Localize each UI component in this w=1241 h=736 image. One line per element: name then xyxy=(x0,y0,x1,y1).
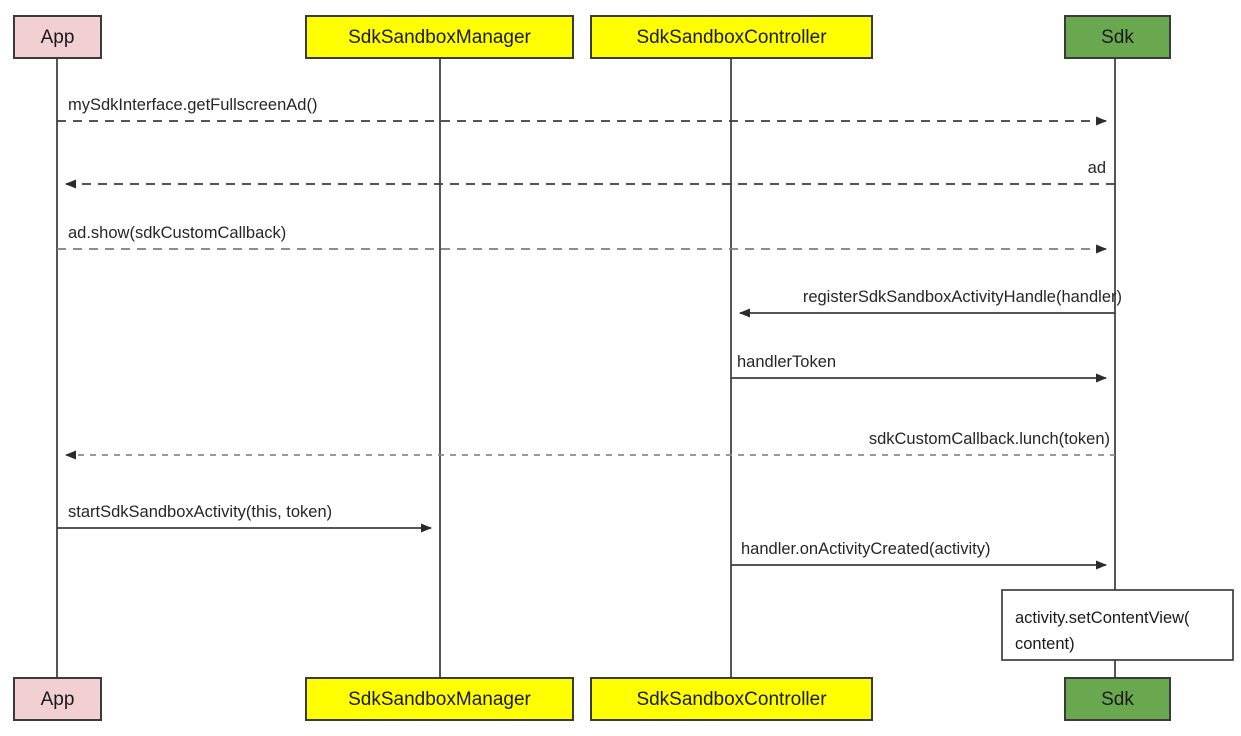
lifelines-layer xyxy=(56,58,1116,678)
message-ad[interactable]: ad xyxy=(65,159,1115,189)
message-label-start-sdk-sandbox-activity: startSdkSandboxActivity(this, token) xyxy=(68,503,332,521)
participant-label-sdk-bottom: Sdk xyxy=(1101,689,1134,710)
participant-label-sdk: Sdk xyxy=(1101,27,1134,48)
participant-sdk-sandbox-manager-top[interactable]: SdkSandboxManager xyxy=(305,15,574,59)
participant-box xyxy=(1064,677,1171,721)
participant-sdk-sandbox-controller-top[interactable]: SdkSandboxController xyxy=(590,15,873,59)
participant-label-app-bottom: App xyxy=(41,689,75,710)
participant-label-sdk-sandbox-manager-bottom: SdkSandboxManager xyxy=(348,689,531,710)
participant-app-bottom[interactable]: App xyxy=(13,677,102,721)
participant-box xyxy=(305,15,574,59)
message-handler-token[interactable]: handlerToken xyxy=(731,353,1107,383)
messages-layer: mySdkInterface.getFullscreenAd() ad ad.s… xyxy=(57,96,1122,570)
message-label-get-fullscreen-ad: mySdkInterface.getFullscreenAd() xyxy=(68,96,317,114)
message-register-sdk-sandbox-activity-handle[interactable]: registerSdkSandboxActivityHandle(handler… xyxy=(739,288,1122,318)
note-set-content-view[interactable]: activity.setContentView( content) xyxy=(1001,589,1234,661)
participant-label-app: App xyxy=(41,27,75,48)
message-ad-show[interactable]: ad.show(sdkCustomCallback) xyxy=(57,224,1107,254)
message-start-sdk-sandbox-activity[interactable]: startSdkSandboxActivity(this, token) xyxy=(57,503,432,533)
message-sdk-custom-callback-lunch[interactable]: sdkCustomCallback.lunch(token) xyxy=(65,430,1115,460)
message-label-register-sdk-sandbox-activity-handle: registerSdkSandboxActivityHandle(handler… xyxy=(803,288,1122,306)
message-label-handler-on-activity-created: handler.onActivityCreated(activity) xyxy=(741,540,990,558)
participant-box xyxy=(1064,15,1171,59)
participant-headers-top: App SdkSandboxManager SdkSandboxControll… xyxy=(13,15,1171,59)
note-line-2: content) xyxy=(1015,635,1075,653)
participant-label-sdk-sandbox-manager: SdkSandboxManager xyxy=(348,27,531,48)
participant-box xyxy=(305,677,574,721)
message-label-ad-show: ad.show(sdkCustomCallback) xyxy=(68,224,286,242)
message-label-ad: ad xyxy=(1088,159,1106,177)
participant-sdk-top[interactable]: Sdk xyxy=(1064,15,1171,59)
message-label-sdk-custom-callback-lunch: sdkCustomCallback.lunch(token) xyxy=(869,430,1110,448)
participant-sdk-sandbox-controller-bottom[interactable]: SdkSandboxController xyxy=(590,677,873,721)
message-get-fullscreen-ad[interactable]: mySdkInterface.getFullscreenAd() xyxy=(57,96,1107,126)
participant-label-sdk-sandbox-controller-bottom: SdkSandboxController xyxy=(636,689,827,710)
participant-box xyxy=(590,15,873,59)
message-label-handler-token: handlerToken xyxy=(737,353,836,371)
message-handler-on-activity-created[interactable]: handler.onActivityCreated(activity) xyxy=(731,540,1107,570)
participant-sdk-sandbox-manager-bottom[interactable]: SdkSandboxManager xyxy=(305,677,574,721)
participant-label-sdk-sandbox-controller: SdkSandboxController xyxy=(636,27,827,48)
note-line-1: activity.setContentView( xyxy=(1015,609,1190,627)
note-box xyxy=(1001,589,1234,661)
participant-sdk-bottom[interactable]: Sdk xyxy=(1064,677,1171,721)
participant-box xyxy=(590,677,873,721)
participant-app-top[interactable]: App xyxy=(13,15,102,59)
participant-box xyxy=(13,15,102,59)
participant-box xyxy=(13,677,102,721)
participant-footers-bottom: App SdkSandboxManager SdkSandboxControll… xyxy=(13,677,1171,721)
